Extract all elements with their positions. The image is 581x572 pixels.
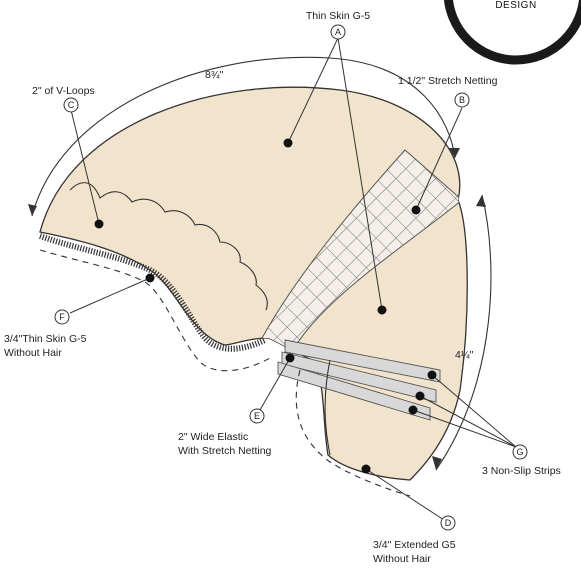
brand-badge: DESIGN xyxy=(448,0,581,60)
dot-g3 xyxy=(409,406,418,415)
svg-text:G: G xyxy=(516,447,523,457)
label-f-line1: 3/4"Thin Skin G-5 xyxy=(4,333,87,345)
dot-b xyxy=(412,206,421,215)
dot-a2 xyxy=(378,306,387,315)
callout-letter-b: B xyxy=(455,93,469,107)
callout-letter-a: A xyxy=(331,25,345,39)
dot-a1 xyxy=(284,139,293,148)
svg-text:E: E xyxy=(254,411,260,421)
label-c: 2" of V-Loops xyxy=(32,85,95,97)
label-f-line2: Without Hair xyxy=(4,347,62,359)
label-b: 1 1/2" Stretch Netting xyxy=(398,75,498,87)
dot-c xyxy=(95,220,104,229)
callout-letter-f: F xyxy=(55,310,69,324)
brand-text: DESIGN xyxy=(495,0,536,11)
label-e-line1: 2" Wide Elastic xyxy=(178,431,248,443)
callout-letter-g: G xyxy=(513,445,527,459)
label-a: Thin Skin G-5 xyxy=(306,10,370,22)
dot-f xyxy=(146,274,155,283)
svg-text:C: C xyxy=(68,100,75,110)
top-arc-measurement: 8¾" xyxy=(205,69,224,81)
label-d-line1: 3/4" Extended G5 xyxy=(373,539,456,551)
dot-e xyxy=(286,354,295,363)
dot-g2 xyxy=(416,392,425,401)
label-d-line2: Without Hair xyxy=(373,553,431,565)
callout-letter-c: C xyxy=(64,98,78,112)
dot-g1 xyxy=(428,371,437,380)
svg-text:B: B xyxy=(459,95,465,105)
side-arc-measurement: 4¼" xyxy=(455,349,474,361)
svg-text:F: F xyxy=(59,312,65,322)
callout-letter-d: D xyxy=(441,516,455,530)
svg-text:A: A xyxy=(335,27,341,37)
callout-letter-e: E xyxy=(250,409,264,423)
label-g: 3 Non-Slip Strips xyxy=(482,465,561,477)
svg-text:D: D xyxy=(445,518,452,528)
dot-d xyxy=(362,465,371,474)
label-e-line2: With Stretch Netting xyxy=(178,445,272,457)
